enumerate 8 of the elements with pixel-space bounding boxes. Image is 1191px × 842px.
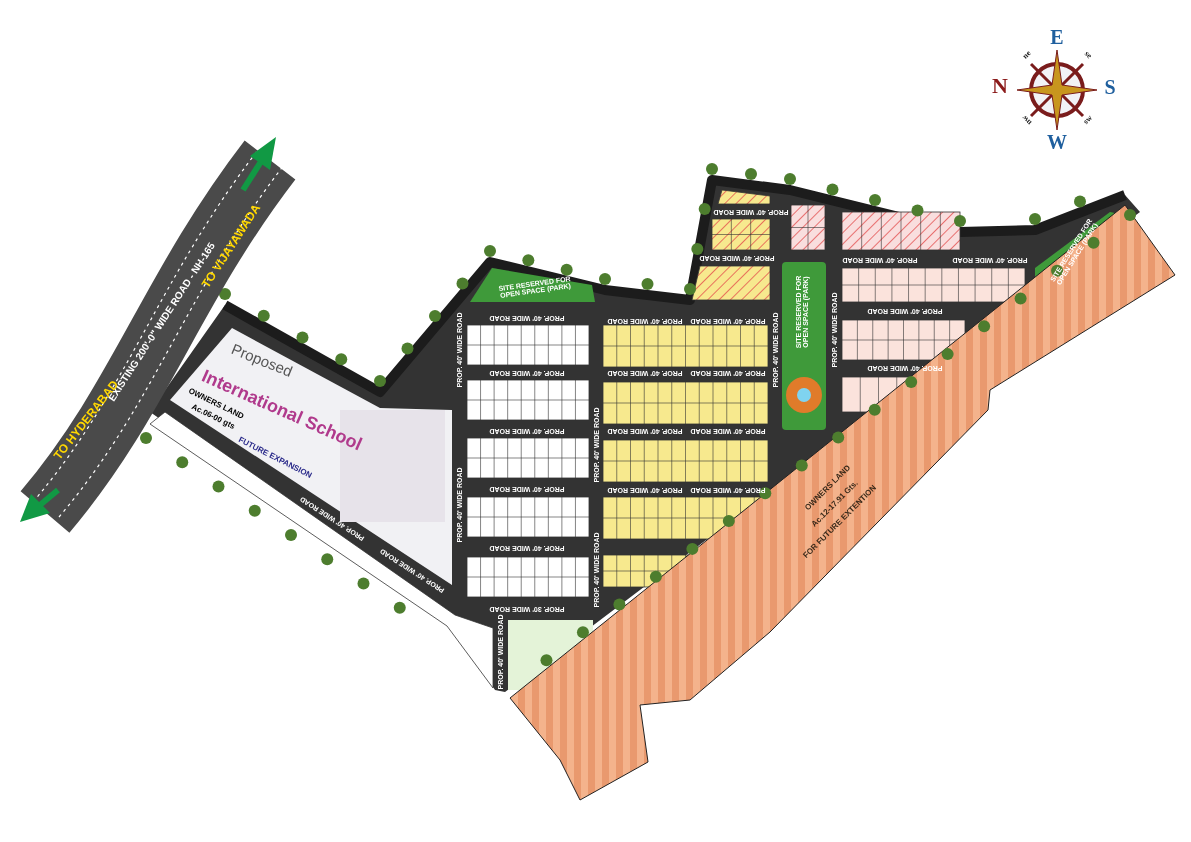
compass-letter: S (1104, 77, 1116, 97)
compass-letter: N (992, 75, 1008, 97)
compass-letter: se (1082, 49, 1094, 61)
compass-letter: E (1050, 27, 1064, 47)
compass-letter: W (1047, 132, 1067, 152)
compass-letter: sw (1082, 114, 1094, 126)
compass-letter: nw (1020, 113, 1034, 127)
compass-letter: ne (1021, 49, 1033, 61)
